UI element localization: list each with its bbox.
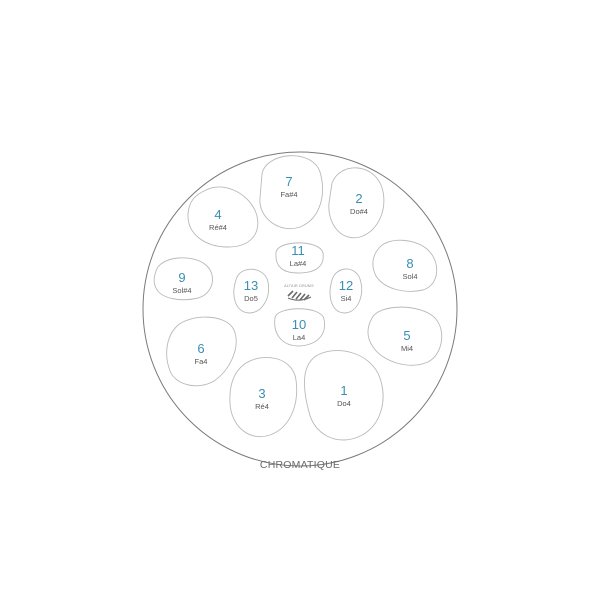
note-number-5: 5 [403, 328, 410, 343]
note-name-4: Ré#4 [209, 223, 227, 232]
note-field-1[interactable] [304, 350, 384, 441]
note-name-5: Mi4 [401, 344, 413, 353]
note-name-1: Do4 [337, 399, 351, 408]
note-name-9: Sol#4 [172, 286, 191, 295]
note-field-3[interactable] [229, 356, 298, 437]
note-name-2: Do#4 [350, 207, 368, 216]
note-field-11[interactable] [275, 242, 324, 274]
note-name-8: Sol4 [402, 272, 417, 281]
note-number-11: 11 [291, 243, 305, 258]
note-number-9: 9 [178, 270, 185, 285]
note-name-12: Si4 [341, 294, 352, 303]
note-number-8: 8 [406, 256, 413, 271]
note-field-12[interactable] [329, 268, 363, 314]
note-number-10: 10 [292, 317, 306, 332]
note-field-8[interactable] [372, 239, 438, 292]
note-field-9[interactable] [153, 257, 213, 301]
instrument-scale-title: CHROMATIQUE [260, 459, 340, 471]
drum-brand-logo-icon [287, 290, 312, 301]
note-field-5[interactable] [367, 306, 443, 366]
note-number-4: 4 [214, 207, 221, 222]
note-name-6: Fa4 [195, 357, 208, 366]
note-name-11: La#4 [290, 259, 307, 268]
note-number-6: 6 [197, 341, 204, 356]
note-number-13: 13 [244, 278, 258, 293]
note-name-10: La4 [293, 333, 306, 342]
note-name-3: Ré4 [255, 402, 269, 411]
note-field-7[interactable] [259, 155, 323, 229]
note-field-6[interactable] [166, 316, 237, 387]
note-fields [153, 155, 443, 441]
brand-logo: ALTAIR DRUMS [284, 284, 314, 301]
note-number-7: 7 [285, 174, 292, 189]
note-field-2[interactable] [328, 167, 385, 239]
note-name-13: Do5 [244, 294, 258, 303]
note-number-2: 2 [355, 191, 362, 206]
brand-logo-text: ALTAIR DRUMS [284, 284, 314, 288]
note-number-1: 1 [340, 383, 347, 398]
note-number-12: 12 [339, 278, 353, 293]
note-name-7: Fa#4 [280, 190, 297, 199]
note-number-3: 3 [258, 386, 265, 401]
note-field-10[interactable] [274, 308, 326, 347]
note-field-13[interactable] [233, 268, 270, 314]
note-field-4[interactable] [187, 186, 259, 248]
